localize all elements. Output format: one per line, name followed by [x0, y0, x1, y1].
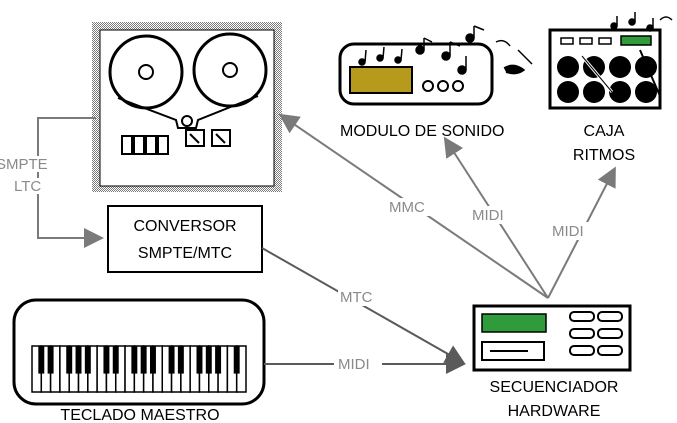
conversor-box: [107, 205, 263, 273]
black-key: [177, 346, 184, 374]
black-key: [168, 346, 175, 374]
black-key: [140, 346, 147, 374]
black-key: [196, 346, 203, 374]
black-key: [47, 346, 54, 374]
ltc-label: LTC: [14, 178, 41, 195]
smpte-label: SMPTE: [0, 156, 48, 173]
black-key: [215, 346, 222, 374]
secuenciador-label-line2: HARDWARE: [508, 403, 601, 420]
mtc-label: MTC: [340, 289, 373, 306]
mmc-label: MMC: [389, 199, 425, 216]
drum-machine-icon: [548, 12, 673, 110]
conversor-label-line1: CONVERSOR: [133, 218, 236, 235]
tape-recorder-icon: [92, 22, 282, 192]
caja-label-line1: CAJA: [584, 123, 625, 140]
black-key: [103, 346, 110, 374]
midi-teclado-label: MIDI: [338, 356, 370, 373]
teclado-label: TECLADO MAESTRO: [60, 407, 219, 423]
black-key: [131, 346, 138, 374]
black-key: [112, 346, 119, 374]
black-key: [84, 346, 91, 374]
music-notes-icon: [358, 25, 533, 75]
drum-notes-icon: [610, 12, 673, 32]
black-key: [38, 346, 45, 374]
black-key: [75, 346, 82, 374]
black-key: [66, 346, 73, 374]
midi-modulo-label: MIDI: [472, 207, 504, 224]
conversor-label-line2: SMPTE/MTC: [138, 245, 232, 262]
sound-module-icon: [338, 25, 533, 106]
keyboard-icon: [12, 298, 266, 406]
black-key: [205, 346, 212, 374]
secuenciador-label-line1: SECUENCIADOR: [490, 379, 619, 396]
midi-caja-label: MIDI: [552, 223, 584, 240]
modulo-label: MODULO DE SONIDO: [340, 123, 504, 140]
black-key: [233, 346, 240, 374]
black-key: [149, 346, 156, 374]
sequencer-icon: [472, 304, 632, 372]
caja-label-line2: RITMOS: [573, 147, 635, 164]
